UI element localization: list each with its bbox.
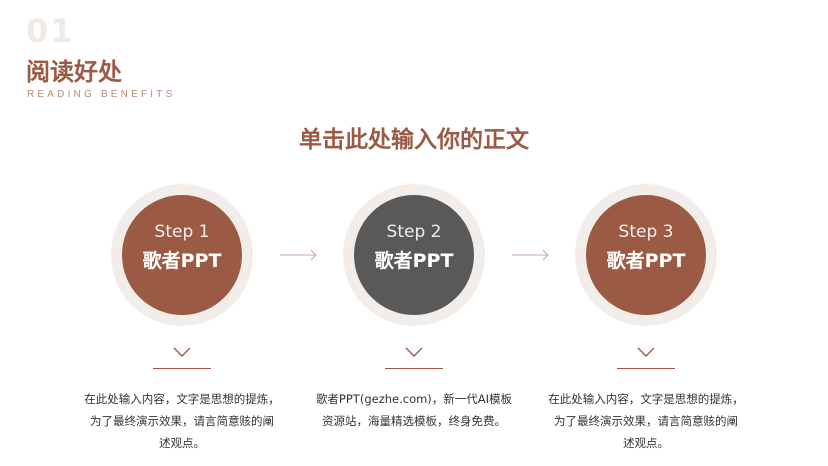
chevron-down-icon xyxy=(405,347,423,357)
step-disc xyxy=(354,195,474,315)
step-label: Step 2 xyxy=(386,222,442,242)
description-line: 为了最终演示效果，请言简意赅的阐 xyxy=(554,414,738,428)
step-3: Step 3 歌者PPT xyxy=(575,184,717,326)
step-underline xyxy=(617,368,675,369)
step-disc xyxy=(586,195,706,315)
section-number: 01 xyxy=(26,12,75,50)
step-underline xyxy=(385,368,443,369)
step-name: 歌者PPT xyxy=(142,250,222,272)
headline: 单击此处输入你的正文 xyxy=(299,127,529,153)
section-subtitle: READING BENEFITS xyxy=(27,89,176,100)
step-label: Step 1 xyxy=(154,222,210,242)
description-line: 为了最终演示效果，请言简意赅的阐 xyxy=(90,414,274,428)
step-1-description: 在此处输入内容，文字是思想的提炼， 为了最终演示效果，请言简意赅的阐 述观点。 xyxy=(79,388,285,454)
step-name: 歌者PPT xyxy=(606,250,686,272)
step-underline xyxy=(153,368,211,369)
step-2: Step 2 歌者PPT xyxy=(343,184,485,326)
description-line: 在此处输入内容，文字是思想的提炼， xyxy=(548,392,744,406)
chevron-down-icon xyxy=(173,347,191,357)
description-line: 在此处输入内容，文字是思想的提炼， xyxy=(84,392,280,406)
step-3-description: 在此处输入内容，文字是思想的提炼， 为了最终演示效果，请言简意赅的阐 述观点。 xyxy=(543,388,749,454)
description-line: 述观点。 xyxy=(159,436,205,450)
section-title: 阅读好处 xyxy=(26,58,122,86)
description-line: 资源站，海量精选模板，终身免费。 xyxy=(322,414,506,428)
step-1: Step 1 歌者PPT xyxy=(111,184,253,326)
description-line: 述观点。 xyxy=(623,436,669,450)
step-name: 歌者PPT xyxy=(374,250,454,272)
arrow-right-icon xyxy=(512,249,549,261)
description-line: 歌者PPT(gezhe.com)，新一代AI模板 xyxy=(315,392,513,406)
step-label: Step 3 xyxy=(618,222,674,242)
step-disc xyxy=(122,195,242,315)
arrow-right-icon xyxy=(280,249,317,261)
step-2-description: 歌者PPT(gezhe.com)，新一代AI模板 资源站，海量精选模板，终身免费… xyxy=(311,388,517,432)
chevron-down-icon xyxy=(637,347,655,357)
